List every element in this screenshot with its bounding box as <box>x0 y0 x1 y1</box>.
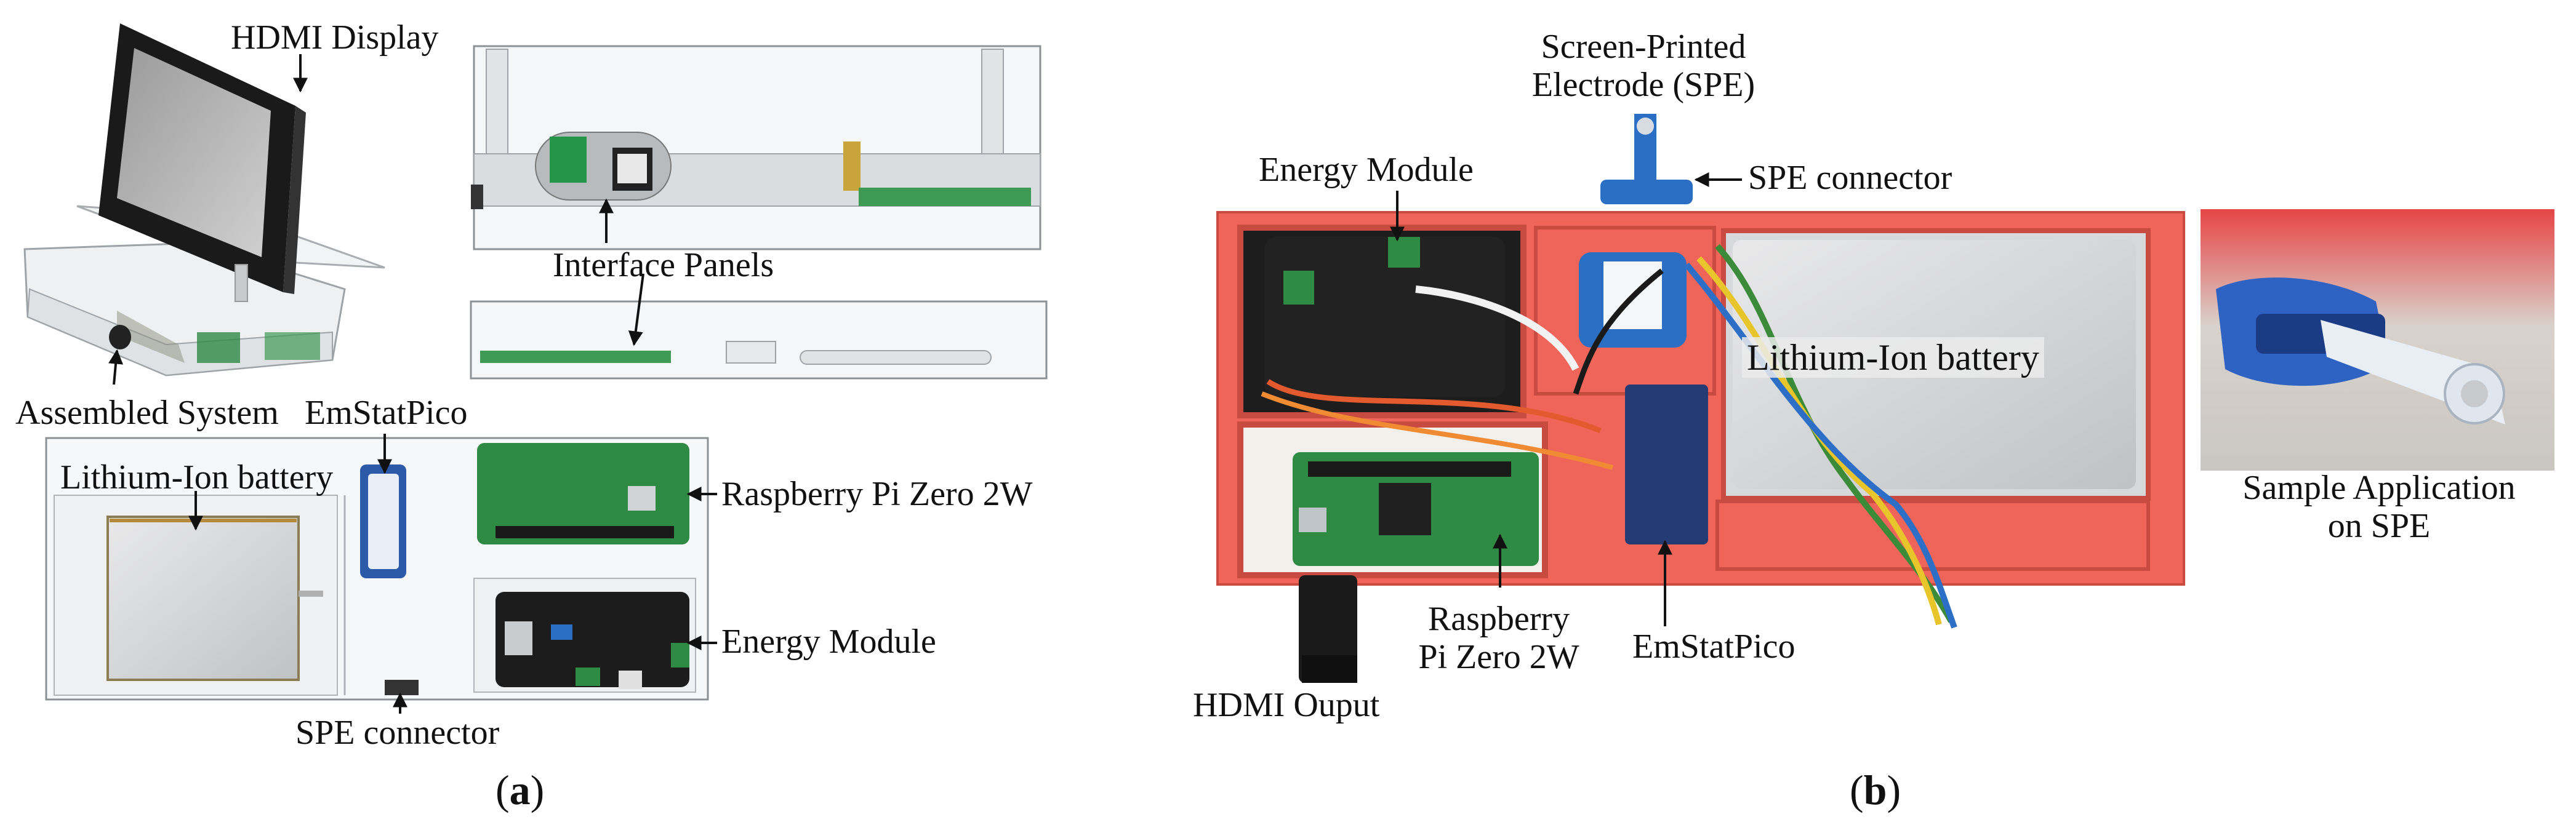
panel-a <box>23 23 1048 714</box>
panel-a-arrows <box>108 54 717 714</box>
label-emstatpico-b: EmStatPico <box>1632 628 1796 666</box>
assembled-system-render <box>23 23 385 377</box>
label-sample-line1: Sample Application <box>2242 469 2516 507</box>
label-raspberry-pi-a: Raspberry Pi Zero 2W <box>721 475 1033 513</box>
label-lithium-ion-battery-a: Lithium-Ion battery <box>60 458 334 496</box>
caption-b-close: ) <box>1887 767 1901 813</box>
label-energy-module-b: Energy Module <box>1259 151 1474 189</box>
label-spe-line2: Electrode (SPE) <box>1531 66 1755 104</box>
device-photo <box>1216 114 2185 683</box>
interface-panel-bottom-render <box>470 300 1048 380</box>
caption-a-close: ) <box>530 767 545 813</box>
panel-b <box>1216 114 2554 683</box>
caption-b: (b) <box>1850 766 1901 815</box>
caption-b-open: ( <box>1850 767 1864 813</box>
label-sample-line2: on SPE <box>2327 507 2431 545</box>
label-spe-connector-a: SPE connector <box>295 714 500 752</box>
label-hdmi-output: HDMI Ouput <box>1193 686 1380 724</box>
label-spe-line1: Screen-Printed <box>1541 28 1746 66</box>
sample-application-photo <box>2201 209 2554 471</box>
layout-top-view-render <box>45 437 709 701</box>
label-raspberry-pi-b: Raspberry Pi Zero 2W <box>1382 600 1616 676</box>
label-interface-panels: Interface Panels <box>553 246 774 284</box>
label-raspberry-line1: Raspberry <box>1427 600 1570 638</box>
label-assembled-system: Assembled System <box>15 394 279 432</box>
caption-a-letter: a <box>509 767 531 813</box>
label-raspberry-line2: Pi Zero 2W <box>1418 638 1579 676</box>
panel-b-arrows <box>1390 172 1742 626</box>
label-lithium-ion-battery-b: Lithium-Ion battery <box>1742 337 2044 378</box>
label-spe-connector-b: SPE connector <box>1748 159 1952 197</box>
label-energy-module-a: Energy Module <box>721 623 936 661</box>
label-hdmi-display: HDMI Display <box>231 18 439 57</box>
label-spe-title: Screen-Printed Electrode (SPE) <box>1502 28 1785 104</box>
caption-a-open: ( <box>496 767 510 813</box>
caption-a: (a) <box>496 766 544 815</box>
label-emstatpico-a: EmStatPico <box>305 394 468 432</box>
label-sample-application: Sample Application on SPE <box>2191 469 2567 545</box>
label-lithium-ion-battery-text: Lithium-Ion battery <box>1742 337 2044 378</box>
caption-b-letter: b <box>1863 767 1887 813</box>
interface-panel-top-render <box>471 45 1041 250</box>
